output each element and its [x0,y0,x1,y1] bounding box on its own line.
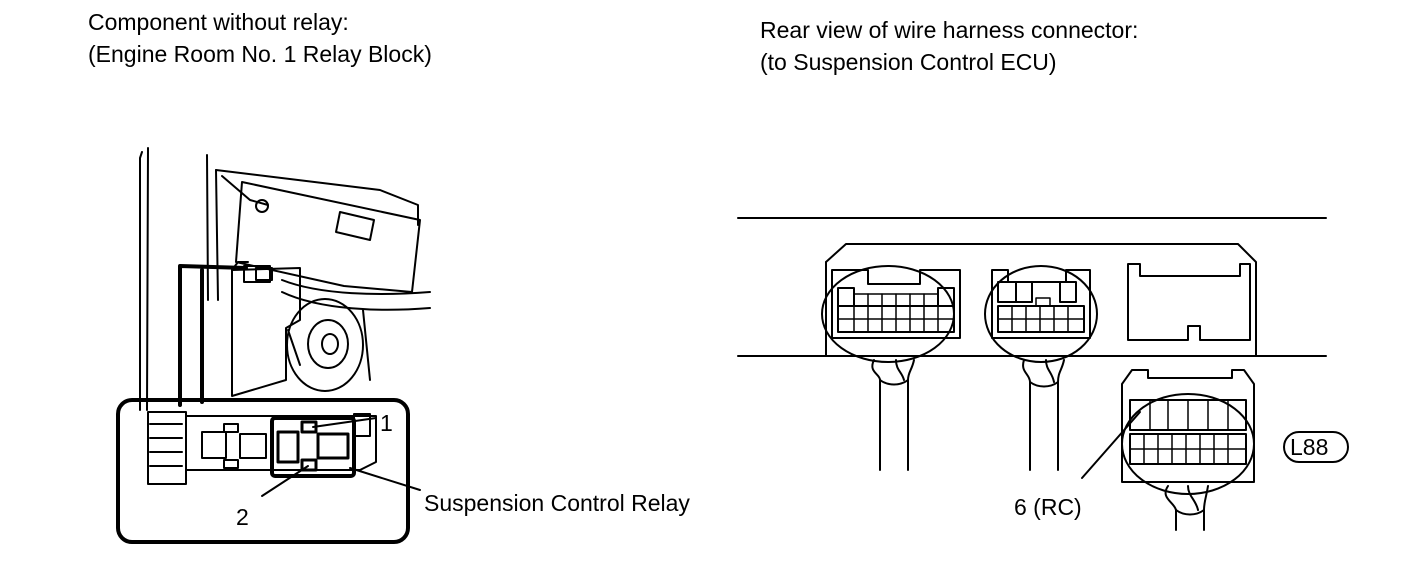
terminal-rc-label: 6 (RC) [1014,494,1082,520]
zoom-box [116,398,410,544]
engine-room-drawing [116,147,431,544]
left-caption-line2: (Engine Room No. 1 Relay Block) [88,41,432,67]
left-caption-line1: Component without relay: [88,9,349,35]
relay-socket [270,416,356,478]
relay-name-label: Suspension Control Relay [424,490,690,516]
ecu-drawing [737,217,1349,531]
right-caption-line1: Rear view of wire harness connector: [760,17,1139,43]
terminal-1-label: 1 [380,410,393,436]
connector-code-badge [1283,431,1349,463]
left-caption: Component without relay: (Engine Room No… [88,6,432,70]
relay-block-edge [147,411,187,485]
connector-code-label: L88 [1290,434,1329,460]
right-caption-line2: (to Suspension Control ECU) [760,49,1057,75]
terminal-2-label: 2 [236,504,249,530]
right-caption: Rear view of wire harness connector: (to… [760,14,1138,78]
terminal-2-pin [300,458,318,472]
